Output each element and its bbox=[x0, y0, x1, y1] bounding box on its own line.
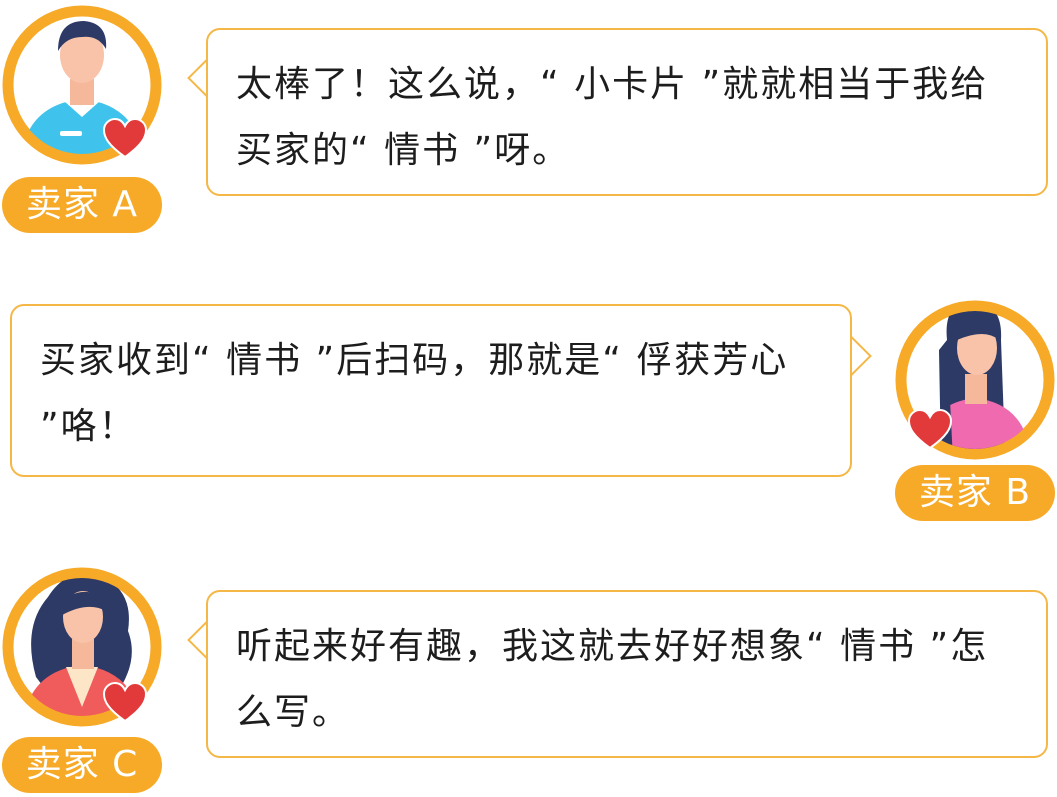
seller-a-avatar-block: 卖家 A bbox=[2, 5, 162, 235]
avatar-male-icon bbox=[2, 5, 162, 165]
seller-c-avatar-block: 卖家 C bbox=[2, 567, 162, 797]
message-row-c: 卖家 C 听起来好有趣，我这就去好好想象“ 情书 ”怎么写。 bbox=[0, 540, 1057, 795]
heart-icon bbox=[907, 408, 953, 450]
speech-bubble-b: 买家收到“ 情书 ”后扫码，那就是“ 俘获芳心 ”咯！ bbox=[10, 304, 852, 477]
speech-bubble-c: 听起来好有趣，我这就去好好想象“ 情书 ”怎么写。 bbox=[206, 590, 1048, 758]
heart-icon bbox=[102, 117, 148, 159]
seller-b-avatar-block: 卖家 B bbox=[895, 300, 1055, 530]
speaker-name-c: 卖家 C bbox=[2, 737, 162, 793]
message-row-a: 卖家 A 太棒了！这么说，“ 小卡片 ”就就相当于我给买家的“ 情书 ”呀。 bbox=[0, 0, 1057, 235]
heart-icon bbox=[102, 681, 148, 723]
message-row-b: 买家收到“ 情书 ”后扫码，那就是“ 俘获芳心 ”咯！ 卖家 B bbox=[0, 262, 1057, 524]
speaker-name-a: 卖家 A bbox=[2, 177, 162, 233]
speech-bubble-a: 太棒了！这么说，“ 小卡片 ”就就相当于我给买家的“ 情书 ”呀。 bbox=[206, 28, 1048, 196]
speaker-name-b: 卖家 B bbox=[895, 465, 1055, 521]
